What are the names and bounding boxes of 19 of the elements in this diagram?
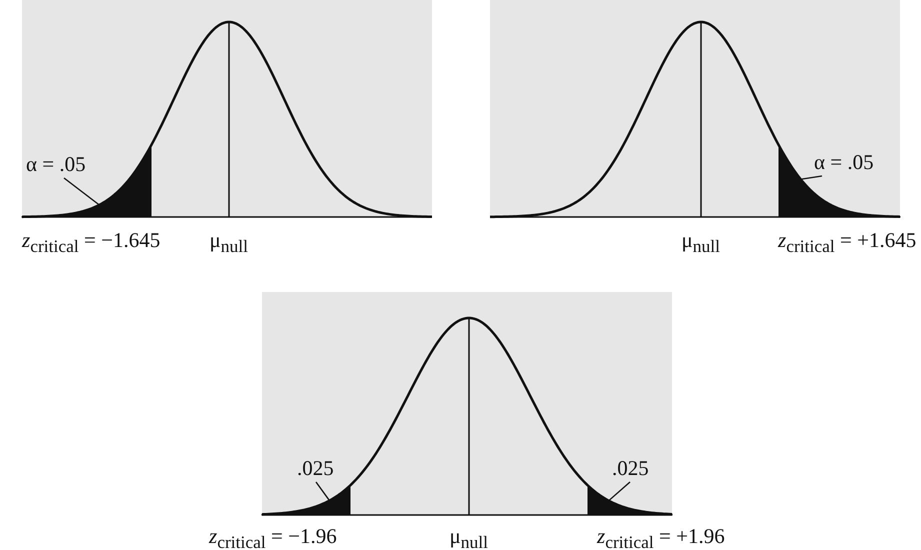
critical-value-label: z$_{critical}$ = −1.645 xyxy=(22,228,160,258)
annotation-text: .025 xyxy=(612,456,649,480)
leader-line xyxy=(64,177,100,206)
axis-label: μ$_{null}$ xyxy=(682,228,720,258)
axis-label: μ$_{null}$ xyxy=(450,524,488,550)
annotation-text: .025 xyxy=(297,456,334,480)
shaded-tail-region xyxy=(262,484,350,516)
annotation-text: α = .05 xyxy=(26,152,86,176)
shaded-tail-region xyxy=(588,484,672,516)
axis-label: μ$_{null}$ xyxy=(210,228,248,258)
critical-value-label: z$_{critical}$ = +1.645 xyxy=(778,228,916,258)
leader-line xyxy=(315,482,331,502)
shaded-tail-region xyxy=(22,145,152,218)
leader-line xyxy=(608,482,630,502)
critical-value-label: z$_{critical}$ = −1.96 xyxy=(209,524,337,550)
shaded-tail-region xyxy=(778,145,900,218)
critical-value-label: z$_{critical}$ = +1.96 xyxy=(597,524,725,550)
leader-line xyxy=(800,175,822,180)
annotation-text: α = .05 xyxy=(814,150,874,174)
